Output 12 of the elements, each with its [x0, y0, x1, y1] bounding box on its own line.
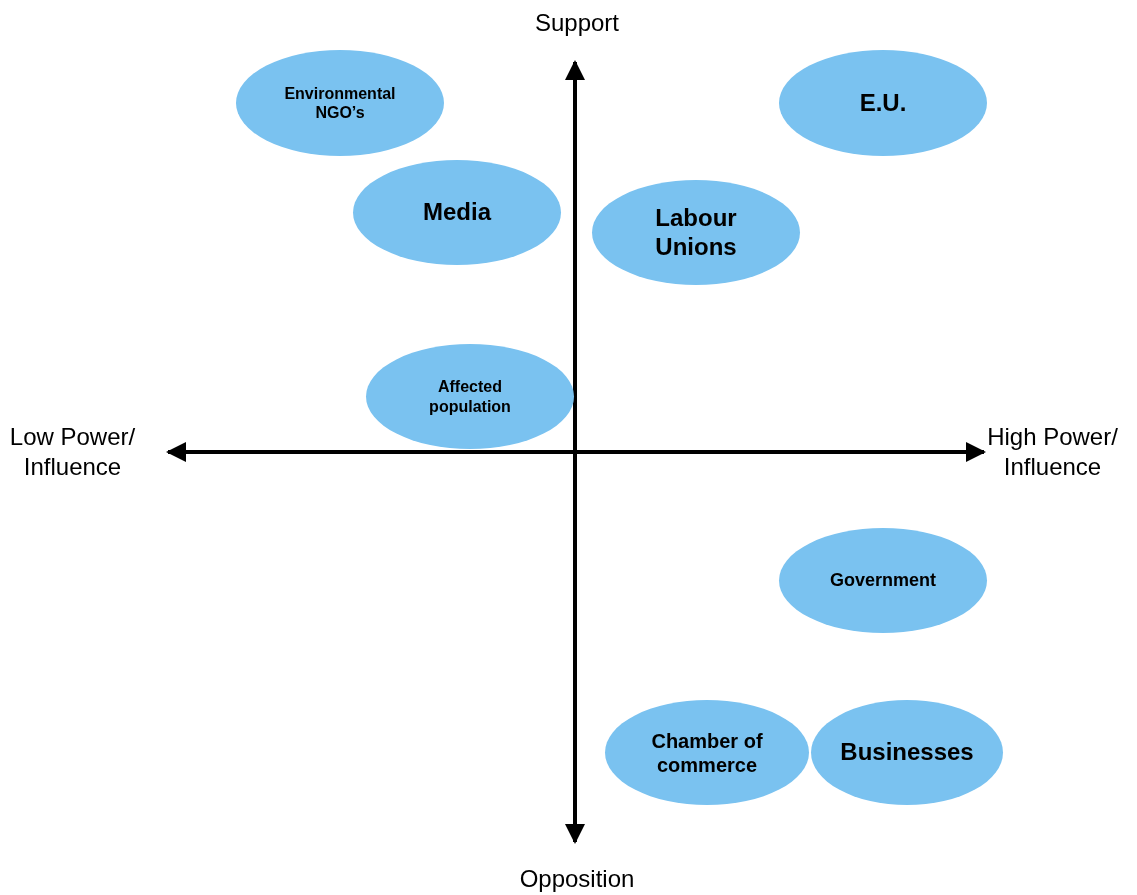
axis-label: Support	[533, 8, 621, 38]
stakeholder-label: Businesses	[840, 738, 974, 767]
stakeholder-label: Chamber of commerce	[650, 728, 764, 777]
stakeholder-label: Labour Unions	[654, 203, 738, 262]
stakeholder-label: Media	[423, 198, 491, 227]
stakeholder-label: E.U.	[859, 88, 907, 118]
stakeholder-label: Government	[830, 569, 936, 592]
axis-label: Low Power/ Influence	[8, 422, 137, 482]
stakeholder-label: Affected population	[428, 377, 512, 416]
stakeholder-label: Environmental NGO’s	[283, 83, 397, 123]
axis-label: High Power/ Influence	[986, 422, 1119, 482]
axis-label: Opposition	[518, 864, 636, 894]
